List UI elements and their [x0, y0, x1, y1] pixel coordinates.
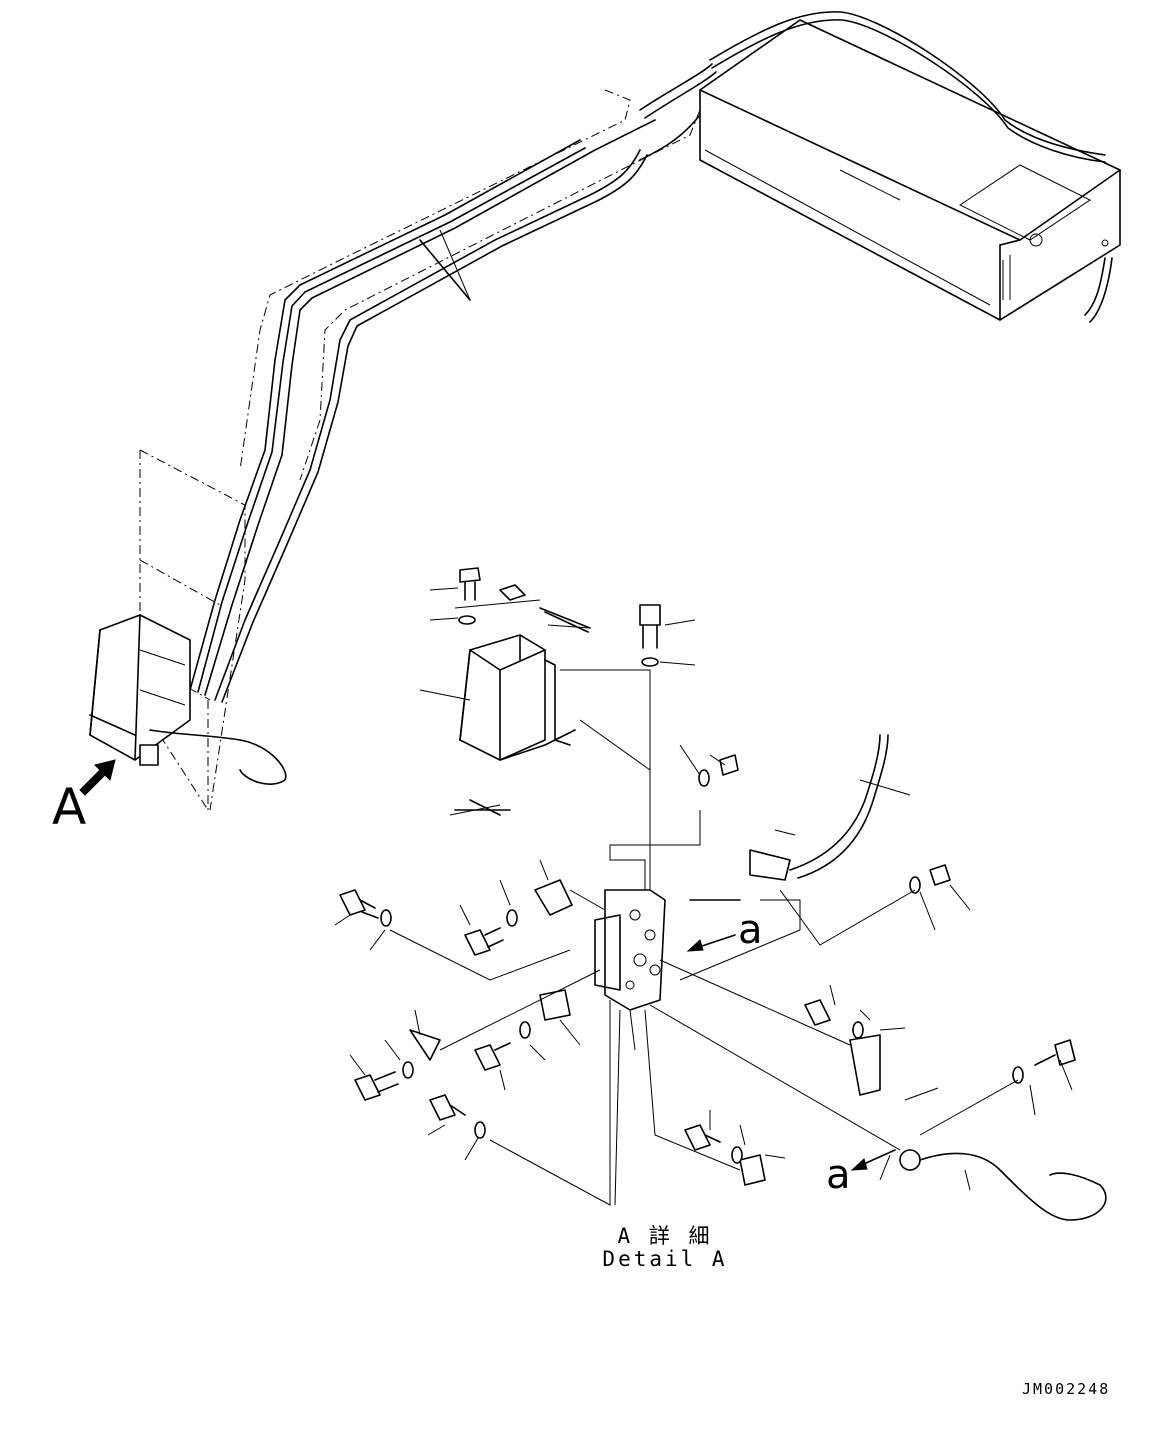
mounting-panels	[139, 89, 701, 811]
arrow-a-upper-label: a	[738, 907, 763, 953]
wire-harness	[189, 11, 1106, 703]
detail-title-en: Detail A	[602, 1247, 728, 1271]
bracket-plate	[594, 889, 741, 1011]
leader-lines	[334, 229, 1073, 1191]
detail-title-jp: A 詳 細	[617, 1224, 713, 1248]
drawing-code: JM002248	[1022, 1380, 1111, 1398]
battery-box	[699, 19, 1121, 323]
arrow-icon	[686, 934, 896, 1171]
switch-parts	[409, 734, 1107, 1221]
guide-lines	[389, 669, 1019, 1206]
cover-assembly	[454, 584, 591, 816]
bolts-and-washers	[339, 754, 1076, 1164]
cover-bolts	[458, 567, 661, 667]
view-a-label: A	[52, 778, 87, 836]
arrow-a-lower-label: a	[826, 1152, 851, 1198]
controller-box	[89, 614, 287, 785]
view-arrow-icon	[79, 759, 116, 796]
